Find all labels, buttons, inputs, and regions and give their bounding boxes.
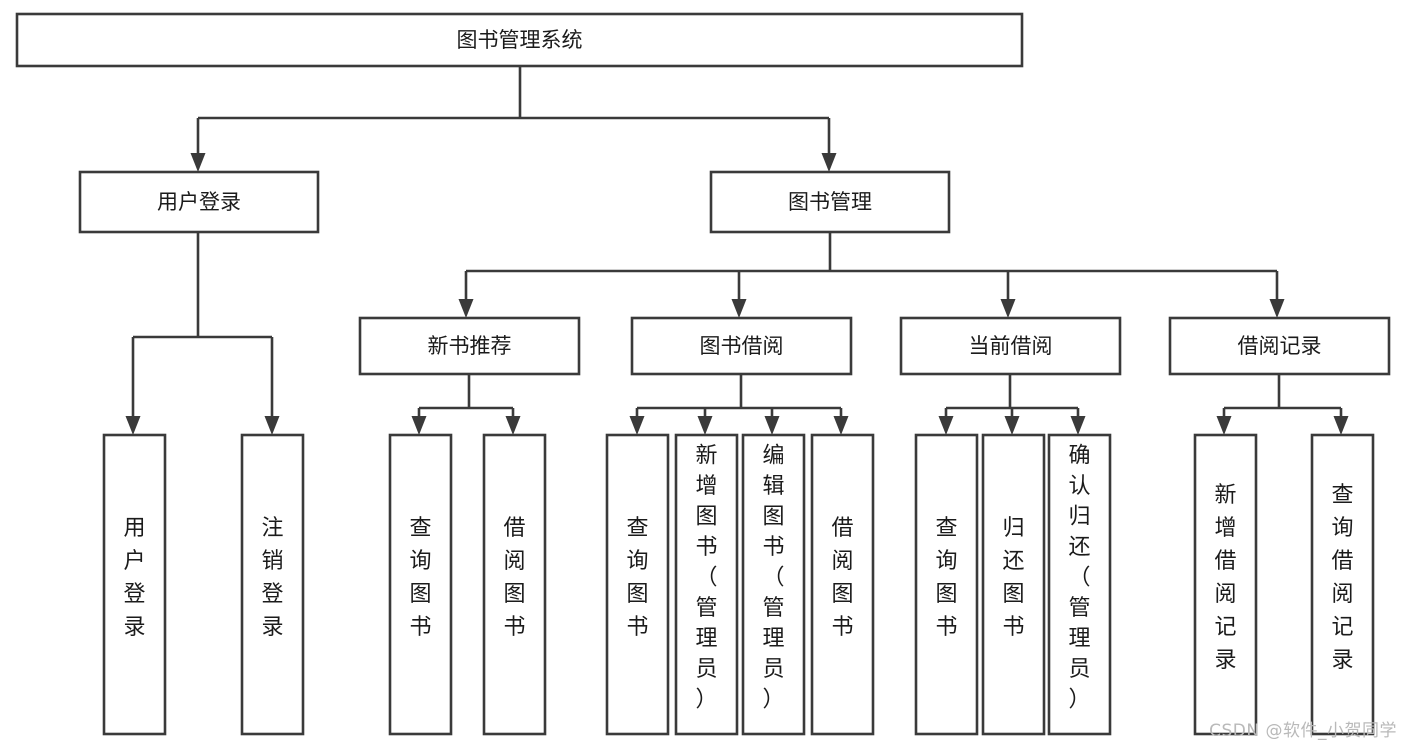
node-label: 图书管理 (788, 190, 872, 214)
arrow-head-icon (411, 416, 427, 435)
node-label: 查询图书 (409, 516, 431, 640)
node-label: 归还图书 (1002, 516, 1024, 640)
node-label: 确认归还（管理员） (1068, 444, 1090, 713)
node-leaf-br-add[interactable]: 新增借阅记录 (1193, 433, 1258, 736)
node-root[interactable]: 图书管理系统 (15, 12, 1024, 68)
node-box[interactable] (741, 433, 806, 736)
arrow-head-icon (629, 416, 645, 435)
node-label: 查询图书 (935, 516, 957, 640)
arrow-head-icon (1216, 416, 1232, 435)
node-leaf-bb-borrow[interactable]: 借阅图书 (810, 433, 875, 736)
arrow-head-icon (1004, 416, 1020, 435)
node-box[interactable] (605, 433, 670, 736)
node-leaf-br-query[interactable]: 查询借阅记录 (1310, 433, 1375, 736)
node-label: 用户登录 (123, 516, 145, 640)
arrow-head-icon (938, 416, 954, 435)
node-box[interactable] (388, 433, 453, 736)
node-box[interactable] (709, 170, 951, 234)
node-label: 注销登录 (261, 516, 283, 640)
node-leaf-rec-query[interactable]: 查询图书 (388, 433, 453, 736)
connector-conn-book-manage (458, 232, 1285, 318)
node-leaf-bb-add[interactable]: 新增图书（管理员） (674, 433, 739, 736)
node-box[interactable] (15, 12, 1024, 68)
node-box[interactable] (102, 433, 167, 736)
arrow-head-icon (125, 416, 141, 435)
node-box[interactable] (630, 316, 853, 376)
node-box[interactable] (78, 170, 320, 234)
node-box[interactable] (899, 316, 1122, 376)
connector-layer (125, 66, 1349, 435)
node-leaf-cb-query[interactable]: 查询图书 (914, 433, 979, 736)
arrow-head-icon (821, 153, 837, 172)
arrow-head-icon (1269, 299, 1285, 318)
node-label: 借阅图书 (503, 516, 525, 640)
connector-conn-borrow-record (1216, 374, 1349, 435)
node-leaf-cb-return[interactable]: 归还图书 (981, 433, 1046, 736)
node-leaf-rec-borrow[interactable]: 借阅图书 (482, 433, 547, 736)
connector-conn-current-borrow (938, 374, 1086, 435)
node-label: 借阅记录 (1238, 334, 1322, 358)
arrow-head-icon (458, 299, 474, 318)
arrow-head-icon (190, 153, 206, 172)
node-leaf-cb-confirm[interactable]: 确认归还（管理员） (1047, 433, 1112, 736)
connector-conn-user-login (125, 232, 280, 435)
arrow-head-icon (1070, 416, 1086, 435)
node-label: 图书管理系统 (457, 28, 583, 52)
csdn-watermark: CSDN @软件_小贺同学 (1209, 721, 1397, 741)
node-box[interactable] (914, 433, 979, 736)
arrow-head-icon (1000, 299, 1016, 318)
node-leaf-user-login[interactable]: 用户登录 (102, 433, 167, 736)
arrow-head-icon (1333, 416, 1349, 435)
node-label: 图书借阅 (700, 334, 784, 358)
node-label: 新书推荐 (428, 334, 512, 358)
node-box[interactable] (482, 433, 547, 736)
node-leaf-bb-edit[interactable]: 编辑图书（管理员） (741, 433, 806, 736)
connector-conn-root (190, 66, 837, 172)
node-book-manage[interactable]: 图书管理 (709, 170, 951, 234)
node-label: 用户登录 (157, 190, 241, 214)
node-label: 查询借阅记录 (1331, 483, 1353, 673)
connector-conn-book-borrow (629, 374, 849, 435)
node-box[interactable] (1168, 316, 1391, 376)
node-layer: 图书管理系统用户登录图书管理新书推荐图书借阅当前借阅借阅记录用户登录注销登录查询… (15, 12, 1391, 736)
node-box[interactable] (240, 433, 305, 736)
node-leaf-bb-query[interactable]: 查询图书 (605, 433, 670, 736)
arrow-head-icon (833, 416, 849, 435)
arrow-head-icon (697, 416, 713, 435)
node-label: 新增图书（管理员） (695, 444, 717, 713)
node-box[interactable] (1310, 433, 1375, 736)
node-label: 新增借阅记录 (1214, 483, 1236, 673)
connector-conn-new-book-rec (411, 374, 521, 435)
arrow-head-icon (764, 416, 780, 435)
node-box[interactable] (358, 316, 581, 376)
node-label: 编辑图书（管理员） (762, 444, 784, 713)
node-label: 当前借阅 (969, 334, 1053, 358)
node-leaf-user-logout[interactable]: 注销登录 (240, 433, 305, 736)
arrow-head-icon (505, 416, 521, 435)
node-box[interactable] (1193, 433, 1258, 736)
node-label: 查询图书 (626, 516, 648, 640)
node-user-login[interactable]: 用户登录 (78, 170, 320, 234)
node-borrow-record[interactable]: 借阅记录 (1168, 316, 1391, 376)
node-box[interactable] (1047, 433, 1112, 736)
node-new-book-rec[interactable]: 新书推荐 (358, 316, 581, 376)
node-label: 借阅图书 (831, 516, 853, 640)
node-box[interactable] (810, 433, 875, 736)
node-current-borrow[interactable]: 当前借阅 (899, 316, 1122, 376)
node-box[interactable] (981, 433, 1046, 736)
node-book-borrow[interactable]: 图书借阅 (630, 316, 853, 376)
arrow-head-icon (264, 416, 280, 435)
node-box[interactable] (674, 433, 739, 736)
arrow-head-icon (731, 299, 747, 318)
